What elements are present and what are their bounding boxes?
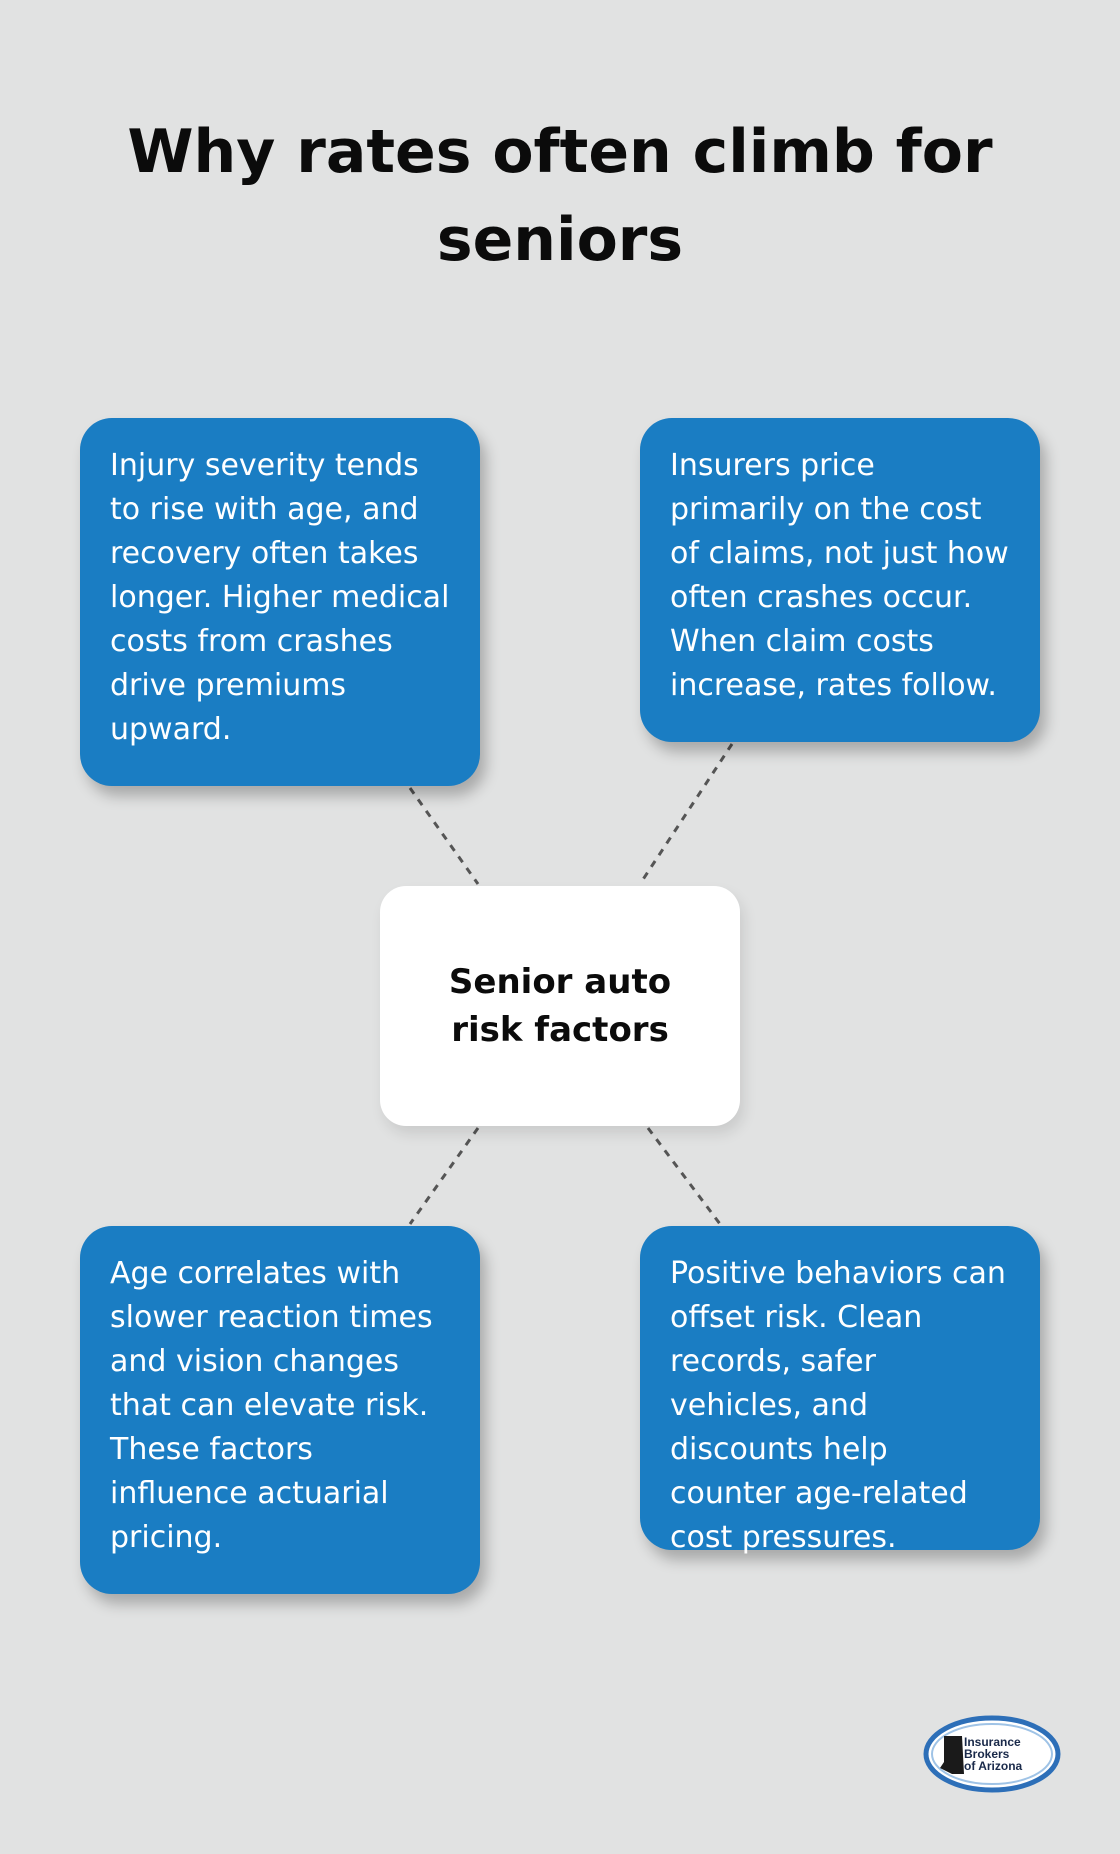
connector-top-right (638, 743, 734, 885)
page-title: Why rates often climb for seniors (127, 117, 993, 275)
logo-text: Insurance Brokers of Arizona (964, 1735, 1023, 1773)
card-bottom-right: Positive behaviors can offset risk. Clea… (640, 1226, 1040, 1555)
arizona-state-icon (940, 1736, 964, 1774)
card-text: Injury severity tends to rise with age, … (110, 448, 450, 747)
connector-top-left (408, 787, 480, 885)
card-text: Age correlates with slower reaction time… (110, 1256, 433, 1555)
card-top-right: Insurers price primarily on the cost of … (640, 418, 1040, 742)
card-text: Positive behaviors can offset risk. Clea… (670, 1256, 1006, 1555)
company-logo: Insurance Brokers of Arizona (922, 1714, 1062, 1794)
card-bottom-left: Age correlates with slower reaction time… (80, 1226, 480, 1594)
connector-bottom-right (646, 1127, 722, 1225)
connector-bottom-left (408, 1127, 480, 1225)
center-node: Senior auto risk factors (380, 886, 740, 1126)
card-top-left: Injury severity tends to rise with age, … (80, 418, 480, 786)
center-label: Senior auto risk factors (448, 962, 672, 1050)
card-text: Insurers price primarily on the cost of … (670, 448, 1009, 703)
logo-badge (923, 1715, 1061, 1793)
